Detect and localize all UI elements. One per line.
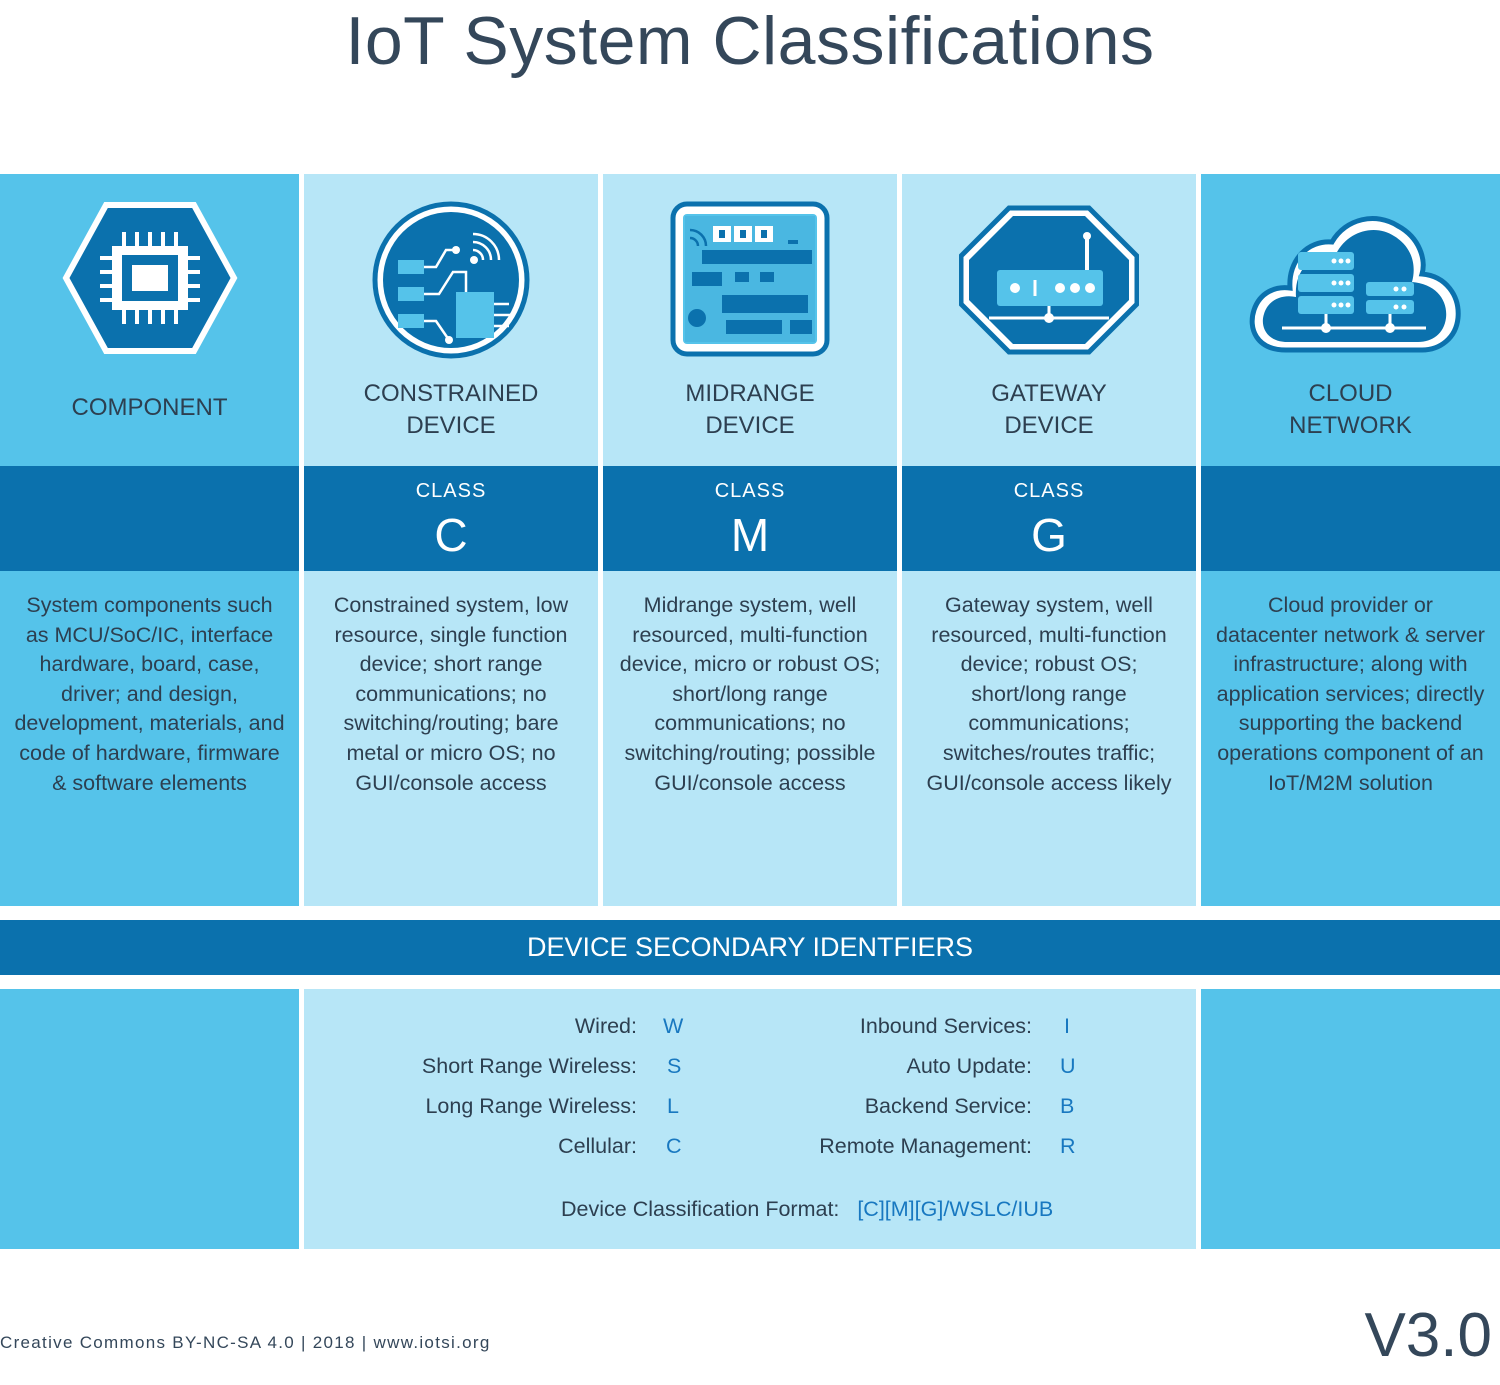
class-letter: C (434, 509, 468, 561)
cloud-server-icon (1249, 216, 1461, 353)
class-band: CLASS C (304, 466, 598, 571)
column-name: MIDRANGE DEVICE (685, 380, 815, 439)
column-gateway-device: GATEWAY DEVICE CLASS G Gateway system, w… (902, 174, 1196, 906)
description-text: Cloud provider or datacenter network & s… (1216, 593, 1485, 795)
secondary-identifiers-panel (304, 989, 1196, 1249)
description-text: Midrange system, well resourced, multi-f… (619, 593, 881, 795)
identifier-label: Wired: (574, 1014, 637, 1038)
constrained-device-icon (372, 201, 530, 359)
identifier-label: Cellular: (558, 1134, 637, 1158)
identifier-code: W (663, 1014, 684, 1038)
chip-icon (62, 202, 237, 354)
column-name: CONSTRAINED DEVICE (363, 380, 539, 439)
class-label: CLASS (1013, 480, 1085, 502)
class-letter: G (1031, 509, 1067, 561)
identifier-code: U (1060, 1054, 1076, 1078)
column-description: Cloud provider or datacenter network & s… (1201, 571, 1500, 906)
identifier-code: S (667, 1054, 682, 1078)
identifier-code: R (1060, 1134, 1076, 1158)
column-name: CLOUD NETWORK (1289, 380, 1412, 439)
identifier-code: I (1064, 1014, 1070, 1038)
column-midrange-device: MIDRANGE DEVICE CLASS M Midrange system,… (603, 174, 897, 906)
class-band (0, 466, 299, 571)
description-text: Gateway system, well resourced, multi-fu… (926, 593, 1172, 795)
classification-format: Device Classification Format: [C][M][G]/… (561, 1197, 1053, 1222)
class-label: CLASS (415, 480, 487, 502)
column-header: CLOUD NETWORK (1201, 174, 1500, 466)
identifier-label: Backend Service: (864, 1094, 1032, 1118)
identifier-label: Inbound Services: (859, 1014, 1032, 1038)
router-icon (959, 205, 1139, 355)
column-header: COMPONENT (0, 174, 299, 466)
identifier-code: L (667, 1094, 679, 1118)
identifier-label: Auto Update: (906, 1054, 1032, 1078)
column-constrained-device: CONSTRAINED DEVICE CLASS C Constrained s… (304, 174, 598, 906)
license-footer: Creative Commons BY-NC-SA 4.0 | 2018 | w… (0, 1333, 491, 1352)
column-description: Constrained system, low resource, single… (304, 571, 598, 906)
format-code: [C][M][G]/WSLC/IUB (857, 1197, 1054, 1221)
version-label: V3.0 (1364, 1301, 1492, 1370)
class-band (1201, 466, 1500, 571)
column-header: GATEWAY DEVICE (902, 174, 1196, 466)
identifier-code: B (1060, 1094, 1075, 1118)
column-cloud-network: CLOUD NETWORK Cloud provider or datacent… (1201, 174, 1500, 906)
circuit-board-icon (670, 201, 830, 357)
column-component: COMPONENT System components such as MCU/… (0, 174, 299, 906)
secondary-identifiers-header: DEVICE SECONDARY IDENTFIERS (0, 920, 1500, 975)
page-title: IoT System Classifications (345, 3, 1155, 79)
secondary-right-panel (1201, 989, 1500, 1249)
column-description: System components such as MCU/SoC/IC, in… (0, 571, 299, 906)
identifier-label: Long Range Wireless: (425, 1094, 637, 1118)
class-letter: M (730, 509, 770, 561)
identifier-label: Remote Management: (819, 1134, 1032, 1158)
column-description: Gateway system, well resourced, multi-fu… (902, 571, 1196, 906)
identifier-label: Short Range Wireless: (421, 1054, 637, 1078)
format-label: Device Classification Format: (561, 1197, 840, 1221)
identifier-code: C (666, 1134, 682, 1158)
secondary-left-panel (0, 989, 299, 1249)
description-text: Constrained system, low resource, single… (333, 593, 569, 795)
class-label: CLASS (714, 480, 786, 502)
class-band: CLASS G (902, 466, 1196, 571)
column-name: COMPONENT (71, 394, 228, 421)
column-name: GATEWAY DEVICE (991, 380, 1107, 439)
column-header: MIDRANGE DEVICE (603, 174, 897, 466)
column-description: Midrange system, well resourced, multi-f… (603, 571, 897, 906)
class-band: CLASS M (603, 466, 897, 571)
description-text: System components such as MCU/SoC/IC, in… (14, 593, 285, 795)
column-header: CONSTRAINED DEVICE (304, 174, 598, 466)
